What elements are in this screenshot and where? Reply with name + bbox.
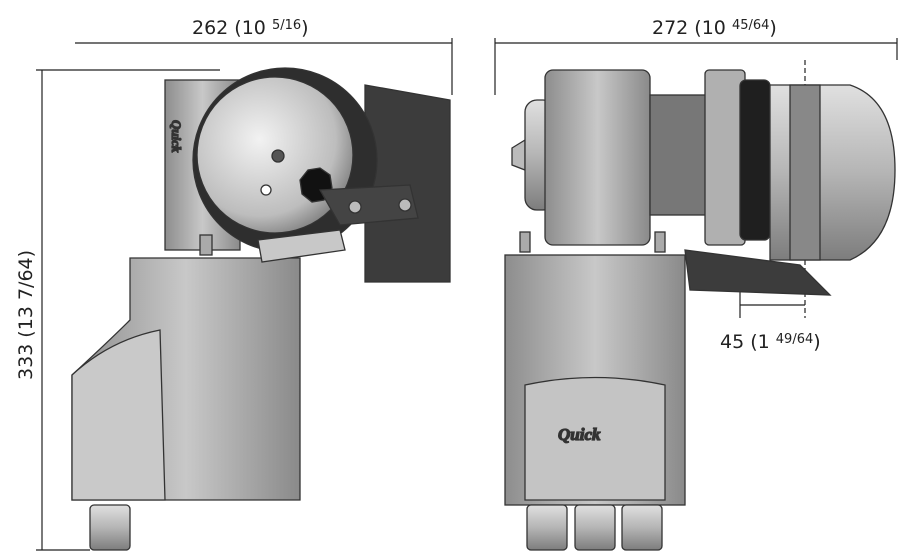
width-right-label: 272 (10 45/64)	[652, 17, 777, 39]
height-label: 333 (13 7/64)	[15, 250, 37, 380]
offset-label: 45 (1 49/64)	[720, 331, 821, 353]
width-left-label: 262 (10 5/16)	[192, 17, 309, 39]
quick-logo: Quick	[558, 425, 601, 444]
svg-text:Quick: Quick	[169, 120, 184, 153]
windlass-side-view: Quick	[71, 67, 451, 551]
windlass-front-view: Quick	[504, 69, 896, 551]
